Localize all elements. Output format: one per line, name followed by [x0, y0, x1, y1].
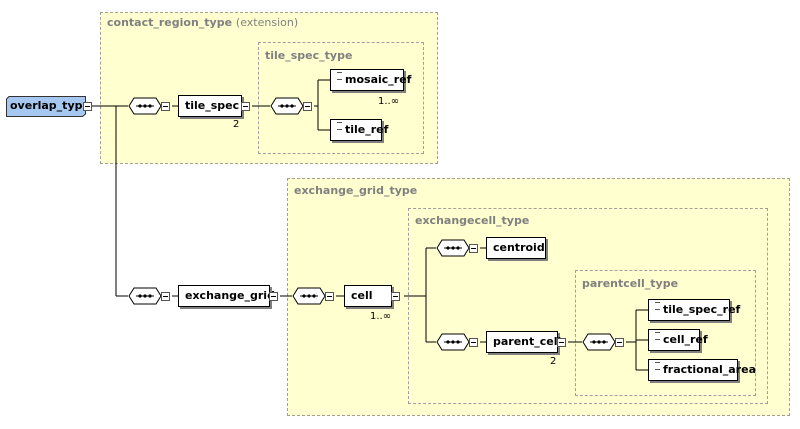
tile-spec-type-box [258, 42, 424, 154]
exchangecell-type-box [408, 208, 768, 404]
element-label: cell_ref [663, 333, 708, 346]
element-tile-spec[interactable]: tile_spec [178, 95, 245, 120]
root-element-shape [6, 96, 86, 117]
contact-region-type-label: contact_region_type (extension) [107, 16, 298, 29]
extension-label: (extension) [235, 16, 299, 29]
collapse-icon[interactable] [83, 102, 92, 111]
cardinality-label: 1..∞ [378, 96, 400, 107]
element-label: tile_spec_ref [663, 303, 741, 316]
element-label: exchange_grid [185, 289, 275, 302]
collapse-icon[interactable] [161, 292, 170, 301]
sequence-compositor-icon [292, 287, 326, 305]
element-cell[interactable]: cell [344, 285, 395, 310]
sequence-compositor-icon [270, 97, 304, 115]
cardinality-label: 2 [550, 356, 557, 367]
parentcell-type-box [575, 270, 756, 396]
doc-icon [655, 332, 660, 340]
doc-icon [655, 362, 660, 370]
collapse-icon[interactable] [557, 338, 566, 347]
exchange-grid-type-label: exchange_grid_type [294, 184, 418, 197]
tile-spec-type-label: tile_spec_type [265, 49, 353, 62]
element-label: mosaic_ref [345, 73, 412, 86]
sequence-compositor-icon [436, 239, 470, 257]
element-fractional-area[interactable]: fractional_area [648, 359, 756, 381]
sequence-compositor-icon [436, 333, 470, 351]
element-centroid[interactable]: centroid [486, 237, 546, 259]
collapse-icon[interactable] [269, 292, 278, 301]
doc-icon [337, 72, 342, 80]
root-element-label[interactable]: overlap_type [10, 99, 90, 112]
cardinality-label: 2 [233, 119, 240, 130]
collapse-icon[interactable] [391, 292, 400, 301]
exchangecell-type-label: exchangecell_type [415, 214, 530, 227]
collapse-icon[interactable] [615, 338, 624, 347]
contact-region-type-title: contact_region_type [107, 16, 233, 29]
collapse-icon[interactable] [241, 102, 250, 111]
element-label: tile_spec [185, 99, 240, 112]
parentcell-type-label: parentcell_type [582, 277, 679, 290]
element-label: tile_ref [345, 123, 389, 136]
sequence-compositor-icon [582, 333, 616, 351]
collapse-icon[interactable] [325, 292, 334, 301]
element-label: centroid [493, 241, 545, 254]
element-parent-cell[interactable]: parent_cell [486, 331, 562, 356]
element-label: fractional_area [663, 363, 756, 376]
element-tile-spec-ref[interactable]: tile_spec_ref [648, 299, 740, 321]
collapse-icon[interactable] [469, 338, 478, 347]
element-cell-ref[interactable]: cell_ref [648, 329, 708, 351]
collapse-icon[interactable] [161, 102, 170, 111]
element-tile-ref[interactable]: tile_ref [330, 119, 388, 141]
collapse-icon[interactable] [469, 244, 478, 253]
element-exchange-grid[interactable]: exchange_grid [178, 285, 275, 307]
sequence-compositor-icon [128, 287, 162, 305]
doc-icon [655, 302, 660, 310]
element-mosaic-ref[interactable]: mosaic_ref [330, 69, 411, 94]
cardinality-label: 1..∞ [370, 311, 392, 322]
collapse-icon[interactable] [303, 102, 312, 111]
element-label: cell [351, 289, 373, 302]
doc-icon [337, 122, 342, 130]
element-label: parent_cell [493, 335, 562, 348]
sequence-compositor-icon [128, 97, 162, 115]
